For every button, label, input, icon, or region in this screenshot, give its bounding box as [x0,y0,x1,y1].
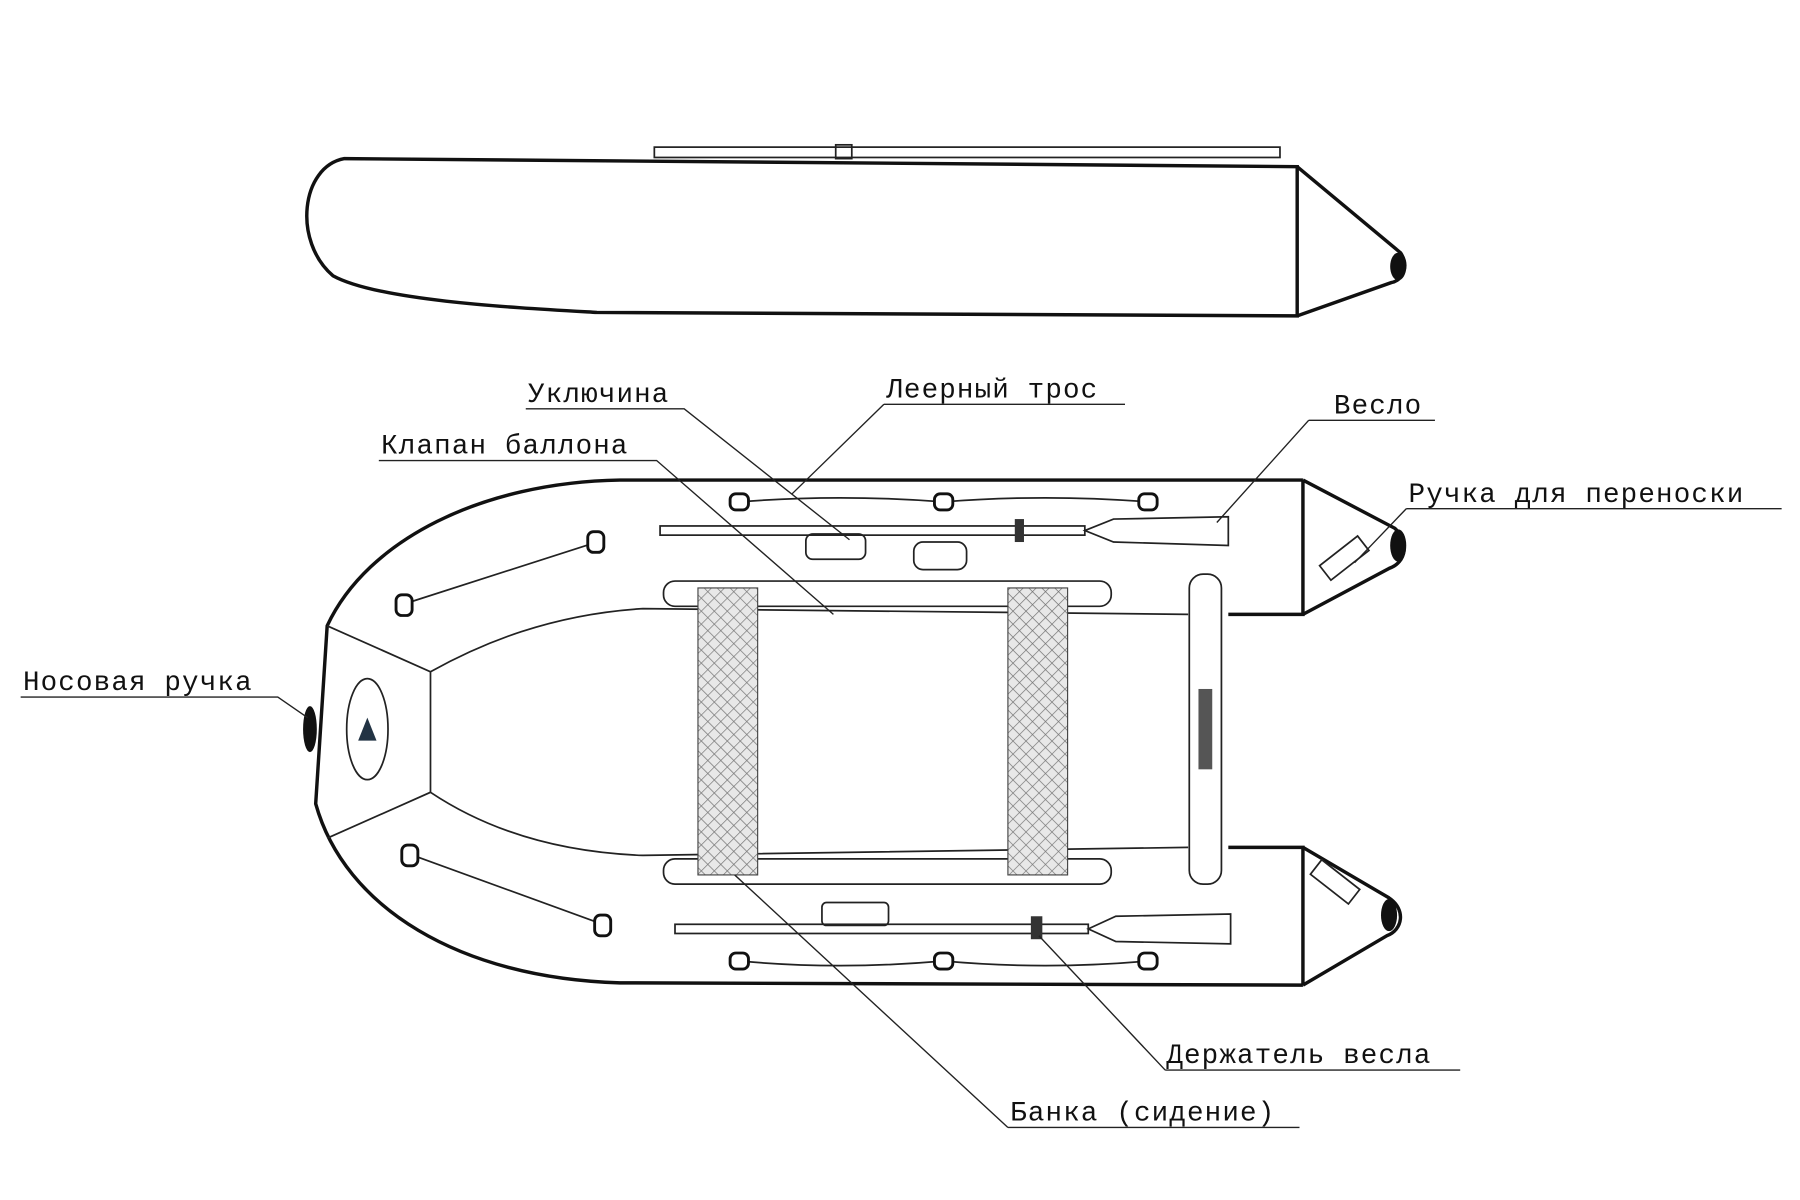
label-oar: Весло [1334,391,1422,422]
label-seat: Банка (сидение) [1010,1099,1275,1130]
seat-mesh [1007,587,1069,876]
bow-handle-icon [303,706,317,753]
leader-lines [20,403,1782,1129]
boat-top-view [303,478,1407,987]
label-carry-handle: Ручка для переноски [1409,480,1745,511]
oar-bottom [674,913,1232,945]
boat-side-view [305,143,1407,318]
label-oar-holder: Держатель весла [1166,1041,1431,1072]
label-oarlock: Уключина [528,380,669,411]
seat-mesh [697,587,759,876]
label-lifeline: Леерный трос [885,375,1098,406]
label-valve: Клапан баллона [381,432,629,463]
label-bow-handle: Носовая ручка [23,668,253,699]
oar-top [659,515,1230,547]
